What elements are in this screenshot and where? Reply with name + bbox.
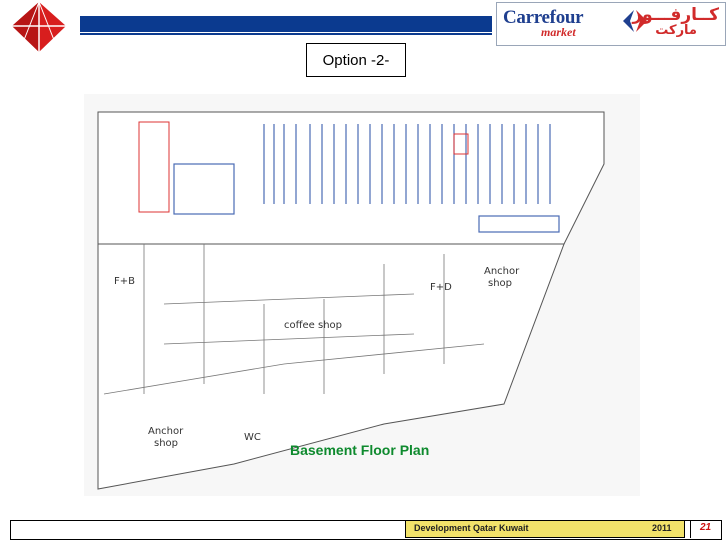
- plan-title: Basement Floor Plan: [290, 442, 430, 458]
- option-label: Option -2-: [306, 43, 406, 77]
- brand-name: Carrefour: [503, 7, 584, 28]
- footer-strip: [405, 520, 685, 538]
- footer-year: 2011: [652, 523, 672, 533]
- svg-text:coffee shop: coffee shop: [284, 320, 342, 331]
- svg-text:shop: shop: [154, 438, 178, 449]
- header-divider: [80, 33, 492, 35]
- brand-logo: Carrefour market كــارفـــور ماركت: [496, 2, 726, 46]
- brand-subtitle-arabic: ماركت: [655, 23, 697, 38]
- svg-text:F+B: F+B: [114, 276, 135, 287]
- svg-text:WC: WC: [244, 432, 261, 443]
- carrefour-mark-icon: [623, 10, 647, 32]
- svg-text:shop: shop: [488, 278, 512, 289]
- footer-divider: [690, 520, 691, 538]
- svg-text:Anchor: Anchor: [148, 426, 184, 437]
- brand-name-arabic: كــارفـــور: [632, 5, 719, 25]
- page-number: 21: [700, 522, 712, 533]
- brand-subtitle: market: [541, 25, 576, 39]
- footer-text: Development Qatar Kuwait: [414, 523, 529, 533]
- logo-icon: [12, 1, 66, 52]
- svg-text:Anchor: Anchor: [484, 266, 520, 277]
- svg-text:F+D: F+D: [430, 282, 452, 293]
- header-bar: [80, 16, 492, 32]
